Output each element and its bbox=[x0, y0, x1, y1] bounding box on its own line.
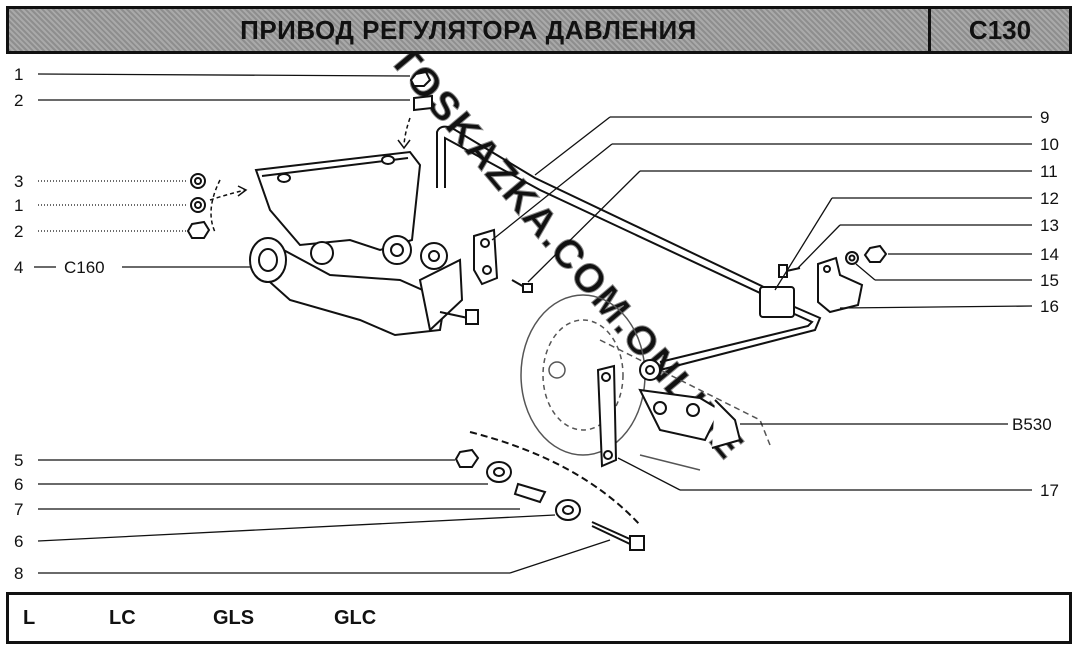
small-fasteners-top bbox=[186, 70, 433, 239]
header-bar: ПРИВОД РЕГУЛЯТОРА ДАВЛЕНИЯ C130 bbox=[6, 6, 1072, 54]
callout-1b: 1 bbox=[14, 196, 23, 215]
parts-diagram: AUTOSKAZKA.COM.ONLINE bbox=[14, 54, 1059, 583]
variant-gls: GLS bbox=[213, 607, 255, 629]
callout-15: 15 bbox=[1040, 271, 1059, 290]
callout-2a: 2 bbox=[14, 91, 23, 110]
regulator-bolt bbox=[439, 309, 479, 325]
nut-washer bbox=[845, 244, 888, 265]
callout-2b: 2 bbox=[14, 222, 23, 241]
variant-glc: GLC bbox=[334, 607, 377, 629]
variant-l: L bbox=[23, 607, 36, 629]
variants-bar: L LC GLS GLC bbox=[6, 592, 1072, 644]
regulator-body bbox=[260, 238, 447, 337]
bushing-clamp bbox=[759, 256, 864, 318]
callout-11: 11 bbox=[1040, 162, 1058, 181]
callout-10: 10 bbox=[1040, 135, 1059, 154]
link-plate bbox=[473, 228, 533, 293]
regulator-assembly bbox=[249, 150, 464, 337]
callout-6b: 6 bbox=[14, 532, 23, 551]
assembly-arrow bbox=[209, 117, 411, 233]
callout-1a: 1 bbox=[14, 65, 23, 84]
callout-8: 8 bbox=[14, 564, 23, 583]
callout-17: 17 bbox=[1040, 481, 1059, 500]
lever-link bbox=[596, 359, 742, 468]
callout-5: 5 bbox=[14, 451, 23, 470]
title-cell: ПРИВОД РЕГУЛЯТОРА ДАВЛЕНИЯ bbox=[9, 9, 931, 51]
page-title: ПРИВОД РЕГУЛЯТОРА ДАВЛЕНИЯ bbox=[240, 14, 697, 45]
callout-13: 13 bbox=[1040, 216, 1059, 235]
small-fasteners-bottom bbox=[454, 431, 645, 551]
callout-labels: 1 2 3 1 2 4 C160 5 6 7 6 8 9 10 11 12 13… bbox=[14, 65, 1059, 583]
mounting-bracket bbox=[254, 150, 422, 252]
callout-7: 7 bbox=[14, 500, 23, 519]
code-cell: C130 bbox=[931, 9, 1069, 51]
callout-4-ref: C160 bbox=[64, 258, 105, 277]
callout-9: 9 bbox=[1040, 108, 1049, 127]
callout-16: 16 bbox=[1040, 297, 1059, 316]
stabilizer-bar bbox=[436, 125, 822, 371]
variant-lc: LC bbox=[109, 607, 136, 629]
callout-4: 4 bbox=[14, 258, 23, 277]
callout-3: 3 bbox=[14, 172, 23, 191]
page-code: C130 bbox=[968, 14, 1032, 45]
callout-12: 12 bbox=[1040, 189, 1059, 208]
callout-14: 14 bbox=[1040, 245, 1059, 264]
callout-6a: 6 bbox=[14, 475, 23, 494]
callout-b530: B530 bbox=[1012, 415, 1052, 434]
leader-lines bbox=[34, 73, 1033, 574]
